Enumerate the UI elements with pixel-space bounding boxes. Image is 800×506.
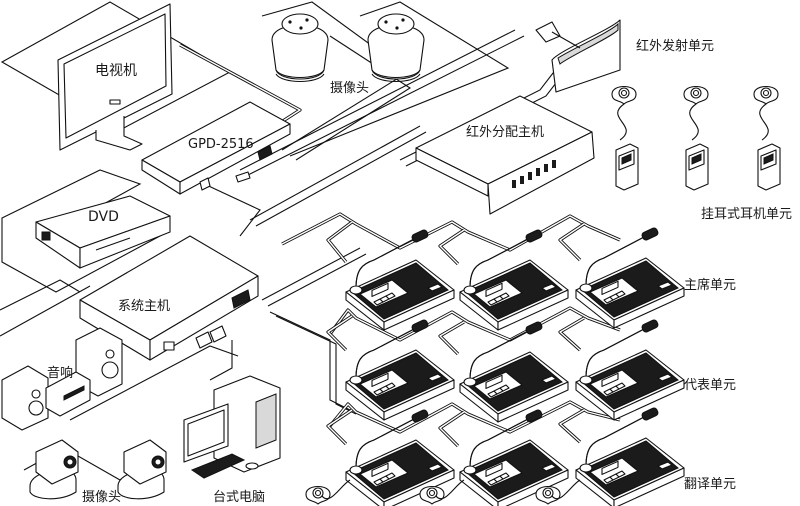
headset-unit-1	[611, 85, 639, 191]
delegate-unit-1	[345, 318, 455, 421]
interpreter-headset-3	[535, 479, 581, 505]
label-gpd-2516: GPD-2516	[188, 137, 254, 152]
ceiling-camera-1	[271, 13, 329, 83]
ir-distributor-device	[415, 95, 595, 215]
label-ir-transmitter: 红外发射单元	[636, 39, 715, 54]
interpreter-headset-1	[305, 479, 351, 505]
chairman-unit-2	[459, 228, 569, 331]
chairman-unit-1	[345, 228, 455, 331]
interpreter-unit-3	[575, 406, 685, 506]
audio-system	[1, 327, 123, 431]
label-ptz-cameras: 摄像头	[82, 490, 122, 505]
label-desktop-pc: 台式电脑	[213, 490, 266, 505]
headset-unit-3	[753, 85, 781, 191]
label-dvd: DVD	[88, 209, 119, 225]
dvd-device	[35, 195, 171, 269]
gpd-2516-device	[141, 101, 291, 195]
tv-device	[57, 3, 173, 151]
label-system-host: 系统主机	[118, 299, 171, 314]
label-chairman-units: 主席单元	[684, 278, 737, 293]
ptz-camera-2	[117, 439, 167, 500]
label-tv: 电视机	[95, 63, 137, 79]
headset-unit-2	[683, 85, 709, 191]
system-host-device	[79, 235, 259, 361]
label-ir-distributor: 红外分配主机	[466, 125, 545, 140]
interpreter-headset-2	[419, 479, 465, 505]
label-delegate-units: 代表单元	[684, 378, 737, 393]
label-headset-units: 挂耳式耳机单元	[701, 207, 793, 222]
ir-transmitter-device	[535, 19, 621, 93]
ptz-camera-1	[29, 439, 79, 500]
label-audio: 音响	[47, 366, 74, 381]
desktop-pc-device	[183, 375, 281, 479]
chairman-unit-3	[575, 226, 685, 329]
label-ceiling-cameras: 摄像头	[330, 81, 370, 96]
delegate-unit-3	[575, 318, 685, 421]
label-interpreter-units: 翻译单元	[684, 477, 737, 492]
ceiling-camera-2	[367, 13, 425, 83]
